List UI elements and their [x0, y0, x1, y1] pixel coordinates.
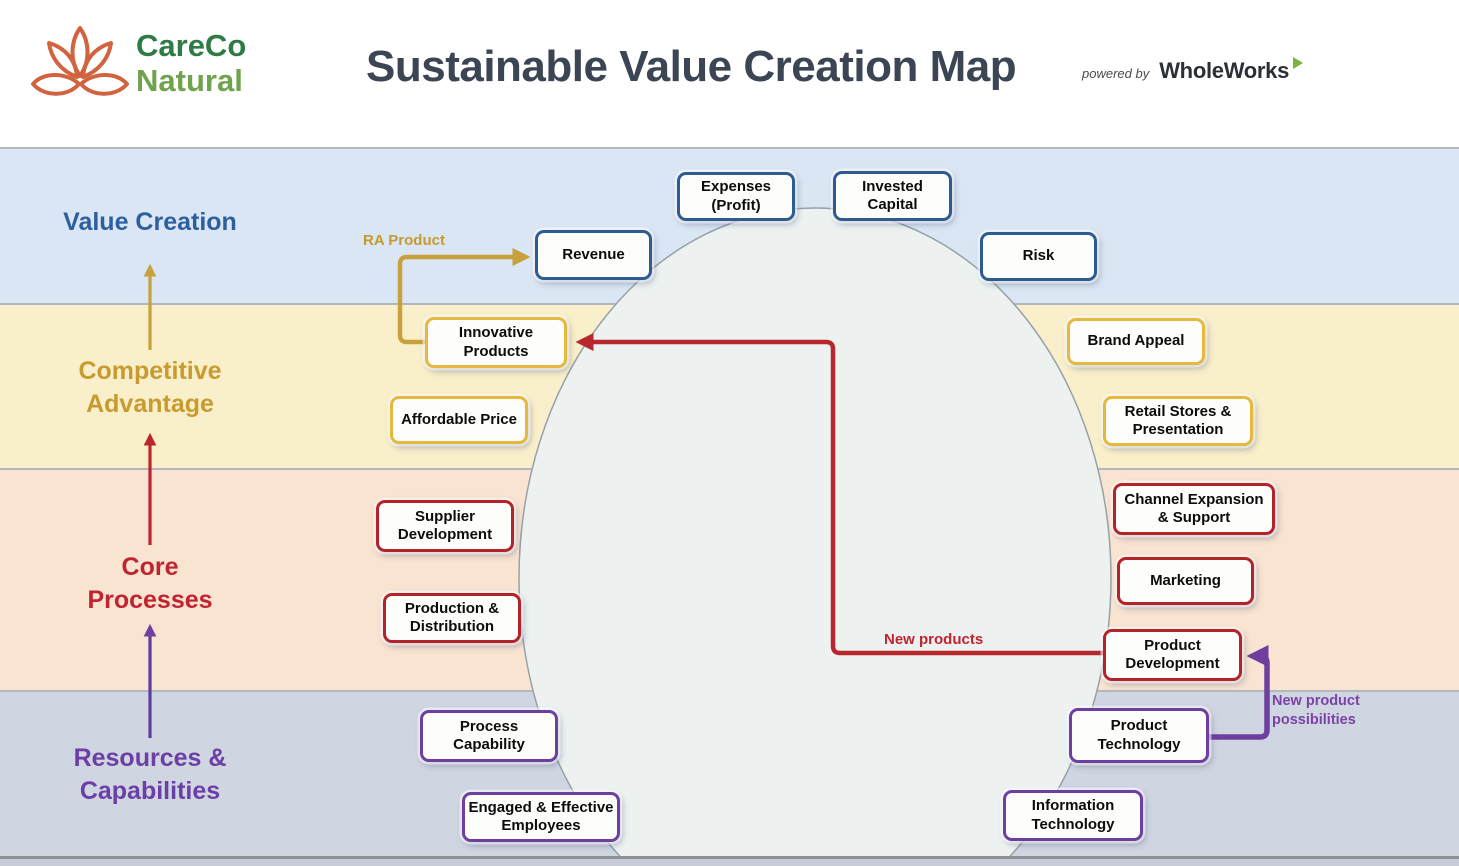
box-brand-appeal: Brand Appeal: [1067, 318, 1205, 365]
arrow-ra-product: [397, 248, 531, 345]
powered-by-group: powered by WholeWorks: [1082, 57, 1309, 84]
bottom-strip: [0, 859, 1459, 866]
box-product-technology: Product Technology: [1069, 708, 1209, 763]
page-title: Sustainable Value Creation Map: [366, 42, 1017, 91]
logo-wordmark: CareCo Natural: [136, 28, 246, 98]
header: CareCo Natural Sustainable Value Creatio…: [0, 0, 1459, 147]
box-revenue: Revenue: [535, 230, 652, 280]
box-expenses-profit: Expenses (Profit): [677, 172, 795, 221]
lotus-logo-icon: [31, 26, 129, 96]
box-innovative-products: Innovative Products: [425, 317, 567, 368]
label-value-creation: Value Creation: [63, 208, 237, 236]
box-process-capability: Process Capability: [420, 710, 558, 762]
label-ra-product: RA Product: [363, 232, 445, 249]
logo-line1: CareCo: [136, 28, 247, 63]
box-invested-capital: Invested Capital: [833, 171, 952, 221]
box-marketing: Marketing: [1117, 557, 1254, 605]
center-ellipse: [518, 207, 1112, 866]
box-information-technology: Information Technology: [1003, 790, 1143, 841]
label-new-product-possibilities: New product possibilities: [1272, 693, 1360, 728]
logo-line2: Natural: [136, 63, 243, 98]
box-affordable-price: Affordable Price: [390, 396, 528, 444]
label-resources-capabilities: Resources & Capabilities: [73, 744, 227, 805]
bottom-border-line: [0, 856, 1459, 859]
wholeworks-brand: WholeWorks: [1159, 58, 1290, 83]
arrow-new-products: [575, 333, 1103, 656]
box-retail-stores-presentation: Retail Stores & Presentation: [1103, 396, 1253, 446]
box-supplier-development: Supplier Development: [376, 500, 514, 552]
powered-by-text: powered by: [1082, 66, 1150, 81]
label-core-processes: Core Processes: [87, 553, 213, 614]
box-risk: Risk: [980, 232, 1097, 281]
arrow-new-product-possibilities: [1209, 645, 1270, 740]
box-product-development: Product Development: [1103, 629, 1242, 681]
label-new-products: New products: [884, 631, 984, 648]
box-production-distribution: Production & Distribution: [383, 593, 521, 643]
box-channel-expansion-support: Channel Expansion & Support: [1113, 483, 1275, 535]
wholeworks-triangle-icon: [1293, 57, 1304, 69]
box-engaged-effective-employees: Engaged & Effective Employees: [462, 792, 620, 842]
label-competitive-advantage: Competitive Advantage: [78, 357, 222, 418]
